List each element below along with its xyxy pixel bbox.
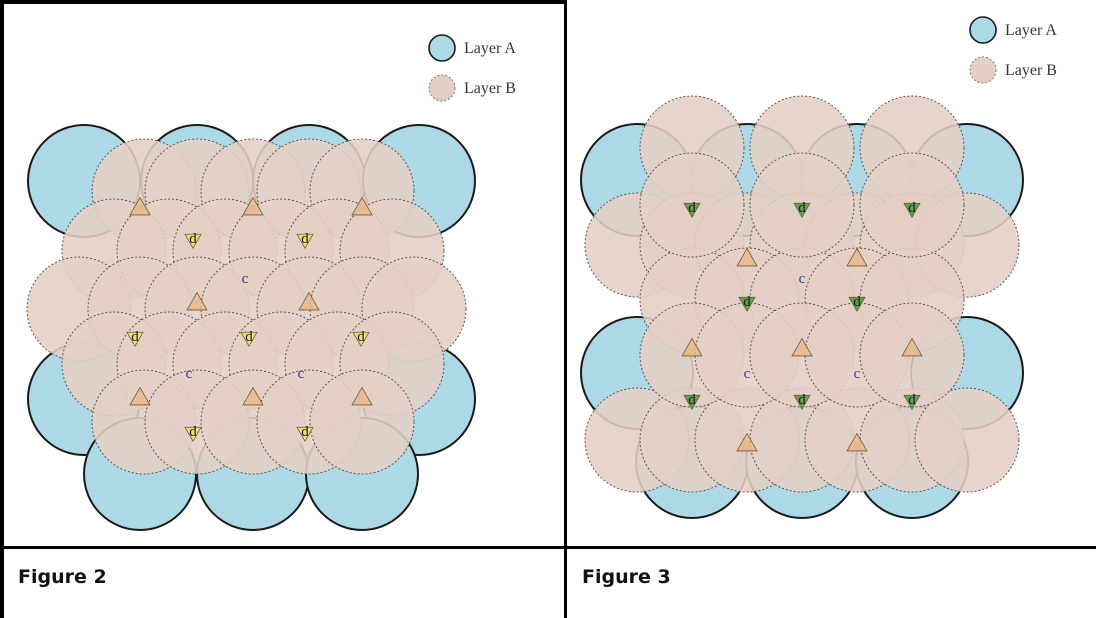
site-label-d: d [131, 329, 139, 345]
tetrahedral-site-d [903, 202, 921, 218]
tetrahedral-site-d [683, 394, 701, 410]
tetrahedral-site [298, 291, 320, 311]
tetrahedral-site-d [903, 394, 921, 410]
figure-2-panel: d d d d d d d c c c Layer A Layer B [4, 4, 564, 546]
octahedral-site [846, 432, 868, 452]
site-label-d: d [357, 329, 365, 345]
figure-3-panel: d d d d d d d d c c c Layer A Layer B [567, 0, 1096, 546]
table-border-top [0, 0, 567, 4]
legend-layer-a-label: Layer A [1005, 22, 1057, 39]
figure-2-caption: Figure 2 [18, 566, 107, 588]
layer-b-atom [914, 387, 1020, 493]
tetrahedral-site-d [683, 202, 701, 218]
legend-layer-b-label: Layer B [1005, 62, 1057, 79]
tetrahedral-site-d [296, 426, 314, 442]
table-border-middle [564, 0, 567, 618]
tetrahedral-site [129, 386, 151, 406]
site-label-c: c [298, 366, 305, 382]
site-label-d: d [189, 424, 197, 440]
site-label-d: d [853, 294, 861, 310]
site-label-d: d [301, 231, 309, 247]
legend-layer-a-label: Layer A [464, 40, 516, 57]
site-label-d: d [301, 424, 309, 440]
site-label-c: c [799, 271, 806, 287]
octahedral-site [901, 337, 923, 357]
tetrahedral-site [242, 196, 264, 216]
site-label-d: d [245, 329, 253, 345]
site-label-c: c [744, 366, 751, 382]
legend-layer-a-swatch [428, 34, 456, 62]
tetrahedral-site [242, 386, 264, 406]
site-label-d: d [189, 231, 197, 247]
site-label-c: c [186, 366, 193, 382]
legend-layer-b-label: Layer B [464, 80, 516, 97]
legend-layer-b-swatch [969, 56, 997, 84]
tetrahedral-site-d [126, 331, 144, 347]
figure-3-diagram: d d d d d d d d c c c Layer A Layer B [580, 16, 1057, 519]
figure-2-diagram: d d d d d d d c c c Layer A Layer B [26, 34, 516, 531]
tetrahedral-site-d [296, 233, 314, 249]
site-label-c: c [854, 366, 861, 382]
tetrahedral-site [186, 291, 208, 311]
site-label-d: d [688, 200, 696, 216]
layer-b-atom [309, 369, 415, 475]
site-label-c: c [242, 271, 249, 287]
site-label-d: d [798, 200, 806, 216]
tetrahedral-site-d [184, 426, 202, 442]
octahedral-site [736, 247, 758, 267]
tetrahedral-site [351, 196, 373, 216]
table-border-caption-separator [0, 546, 1096, 549]
tetrahedral-site-d [240, 331, 258, 347]
octahedral-site [681, 337, 703, 357]
table-border-left [0, 0, 4, 618]
site-label-d: d [798, 392, 806, 408]
octahedral-site [791, 337, 813, 357]
site-label-d: d [908, 200, 916, 216]
site-label-d: d [743, 294, 751, 310]
tetrahedral-site-d [793, 394, 811, 410]
tetrahedral-site [351, 386, 373, 406]
tetrahedral-site-d [352, 331, 370, 347]
tetrahedral-site-d [793, 202, 811, 218]
tetrahedral-site-d [184, 233, 202, 249]
legend-layer-b-swatch [428, 74, 456, 102]
site-label-d: d [908, 392, 916, 408]
tetrahedral-site-d [848, 296, 866, 312]
tetrahedral-site-d [738, 296, 756, 312]
tetrahedral-site [129, 196, 151, 216]
octahedral-site [736, 432, 758, 452]
octahedral-site [846, 247, 868, 267]
legend-layer-a-swatch [969, 16, 997, 44]
site-label-d: d [688, 392, 696, 408]
figure-3-caption: Figure 3 [582, 566, 671, 588]
